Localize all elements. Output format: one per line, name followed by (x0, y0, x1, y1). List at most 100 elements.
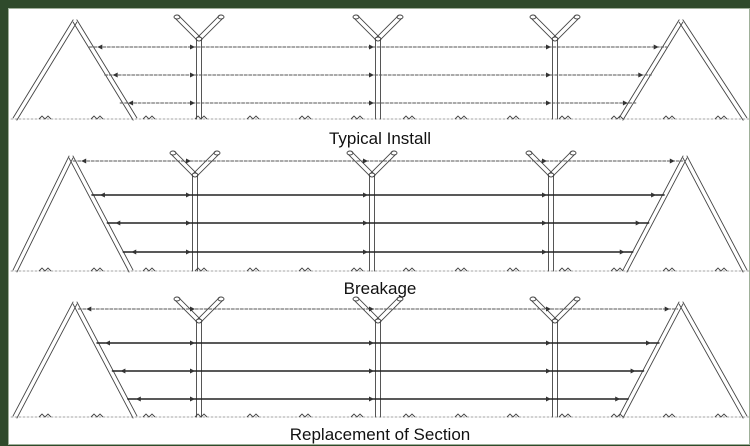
panel-replacement-wire-2-tensioner-right (630, 368, 636, 374)
panel-install-ground-tie (662, 115, 676, 120)
panel-install-ground-tie (194, 115, 208, 120)
caption-breakage: Breakage (343, 279, 417, 298)
panel-install-post-1-yarm-right (379, 18, 403, 42)
panel-replacement-wire-2-clip-1 (369, 368, 374, 374)
panel-breakage-ground-tie (298, 267, 312, 272)
panel-breakage-post-1-yarm-right-cap (390, 150, 398, 156)
panel-replacement-post-0-yarm-right-cap (217, 296, 225, 302)
panel-breakage-post-0-yarm-left (174, 150, 198, 174)
panel-replacement-wire-0-tensioner-right (664, 306, 670, 312)
panel-breakage-post-1-yarm-left (351, 150, 375, 174)
panel-breakage-ground-tie (662, 267, 676, 272)
panel-replacement-wire-3-clip-1 (369, 396, 374, 402)
panel-replacement-post-0-yarm-left (178, 296, 202, 320)
panel-breakage-wire-2-clip-0 (186, 220, 191, 226)
panel-install-post-1-yarm-right-cap (396, 14, 404, 20)
panel-breakage-wire-1-clip-0 (186, 192, 191, 198)
panel-install-post-0-yarm-left-edge (174, 18, 198, 42)
panel-breakage-ground-tie (558, 267, 572, 272)
panel-install-ground-tie (506, 115, 520, 120)
panel-install-wire-1-clip-1 (369, 72, 374, 78)
fence-diagram (10, 14, 750, 419)
panel-breakage-wire-0-tensioner-right (669, 158, 675, 164)
panel-install-wire-2-clip-2 (546, 100, 551, 106)
panel-replacement-wire-2-clip-2 (546, 368, 551, 374)
panel-install-wire-2-tensioner-left (128, 100, 134, 106)
panel-replacement-wire-1-clip-0 (190, 340, 195, 346)
panel-install-left-brace-inner-edge (76, 19, 138, 119)
panel-replacement-right-brace-outer (678, 303, 744, 419)
panel-install-post-2-yarm-right-cap (573, 14, 581, 20)
panel-replacement-wire-1-tensioner-left (105, 340, 110, 346)
panel-breakage-post-2-yarm-right (552, 154, 576, 178)
panel-install-wire-0-clip-2 (546, 44, 551, 50)
panel-install-post-2-yarm-left-cap (529, 14, 537, 20)
panel-breakage-ground-tie (506, 267, 520, 272)
panel-install-wire-0-tensioner-right (653, 44, 659, 50)
panel-breakage-wire-3-tensioner-right (619, 249, 625, 255)
panel-breakage-left-brace-outer (12, 155, 70, 271)
panel-replacement-post-1-yarm-right (379, 300, 403, 324)
panel-replacement-post-1-yarm-right-cap (396, 296, 404, 302)
panel-breakage-post-1-yarm-right-edge (369, 150, 393, 174)
panel-install-post-0-yarm-right-edge (196, 14, 220, 38)
panel-breakage-wire-1-clip-1 (363, 192, 368, 198)
panel-breakage-post-0-yarm-right (196, 154, 220, 178)
panel-install-post-0-yarm-right-cap (217, 14, 225, 20)
panel-replacement-ground-tie (246, 413, 260, 418)
panel-install-wire-1-tensioner-right (638, 72, 644, 78)
panel-install-right-brace-outer (678, 21, 744, 121)
panel-replacement-left-brace-outer-edge (16, 303, 78, 419)
panel-install-post-1-yarm-left (357, 14, 381, 38)
panel-breakage-post-0-yarm-right-edge (192, 150, 216, 174)
panel-breakage-ground-tie (142, 267, 156, 272)
panel-breakage-ground-tie (610, 267, 624, 272)
panel-install-post-0-yarm-left-cap (173, 14, 181, 20)
panel-install-wire-0-clip-1 (369, 44, 374, 50)
panel-replacement-post-2-yarm-left (534, 296, 558, 320)
panel-breakage-right-brace-outer (682, 157, 744, 273)
panel-breakage-ground-tie (38, 267, 52, 272)
panel-breakage-ground-tie (350, 267, 364, 272)
panel-install-wire-2-tensioner-right (622, 100, 628, 106)
panel-replacement-wire-3-tensioner-left (135, 396, 141, 402)
panel-breakage-wire-2-tensioner-left (115, 220, 121, 226)
panel-breakage-ground-tie (194, 267, 208, 272)
panel-replacement-ground-tie (350, 413, 364, 418)
panel-breakage-post-1-yarm-left-cap (346, 150, 354, 156)
panel-install-post-0-yarm-right (200, 18, 224, 42)
panel-breakage-wire-2-clip-1 (363, 220, 368, 226)
panel-install-ground-tie (454, 115, 468, 120)
panel-install-wire-0-tensioner-left (97, 44, 103, 50)
panel-breakage-wire-1-clip-2 (542, 192, 547, 198)
panel-breakage-ground-tie (454, 267, 468, 272)
panel-breakage-wire-3-tensioner-left (131, 249, 137, 255)
panel-install-post-2-yarm-left-edge (530, 18, 554, 42)
panel-replacement-ground-tie (402, 413, 416, 418)
panel-replacement-post-1-yarm-left-cap (352, 296, 360, 302)
panel-install-wire-1-clip-2 (546, 72, 551, 78)
panel-replacement-left-brace-outer (12, 301, 74, 417)
panel-install-right-brace-inner-edge (622, 21, 684, 121)
panel-breakage-post-2-yarm-left-cap (525, 150, 533, 156)
panel-breakage-wire-3-clip-1 (363, 249, 368, 255)
panel-install-wire-1-clip-0 (190, 72, 195, 78)
panel-replacement-wire-3-clip-2 (546, 396, 551, 402)
panel-breakage-wire-3-clip-2 (542, 249, 547, 255)
panel-breakage-ground-tie (402, 267, 416, 272)
panel-replacement-wire-0-clip-1 (369, 306, 374, 312)
panel-replacement-post-2-yarm-left-edge (530, 300, 554, 324)
panel-install-ground-tie (142, 115, 156, 120)
panel-install-ground-tie (350, 115, 364, 120)
panel-breakage-ground-tie (714, 267, 728, 272)
panel-replacement-wire-3-tensioner-right (615, 396, 621, 402)
panel-breakage-right-brace-outer-edge (686, 155, 748, 271)
panel-install-left-brace-outer-edge (16, 21, 78, 121)
panel-replacement-ground-tie (714, 413, 728, 418)
panel-install-post-0-yarm-left (178, 14, 202, 38)
panel-replacement-ground-tie (454, 413, 468, 418)
panel-install-right-brace-outer-edge (682, 19, 748, 119)
panel-replacement-ground-tie (298, 413, 312, 418)
panel-replacement-wire-1-tensioner-right (646, 340, 651, 346)
